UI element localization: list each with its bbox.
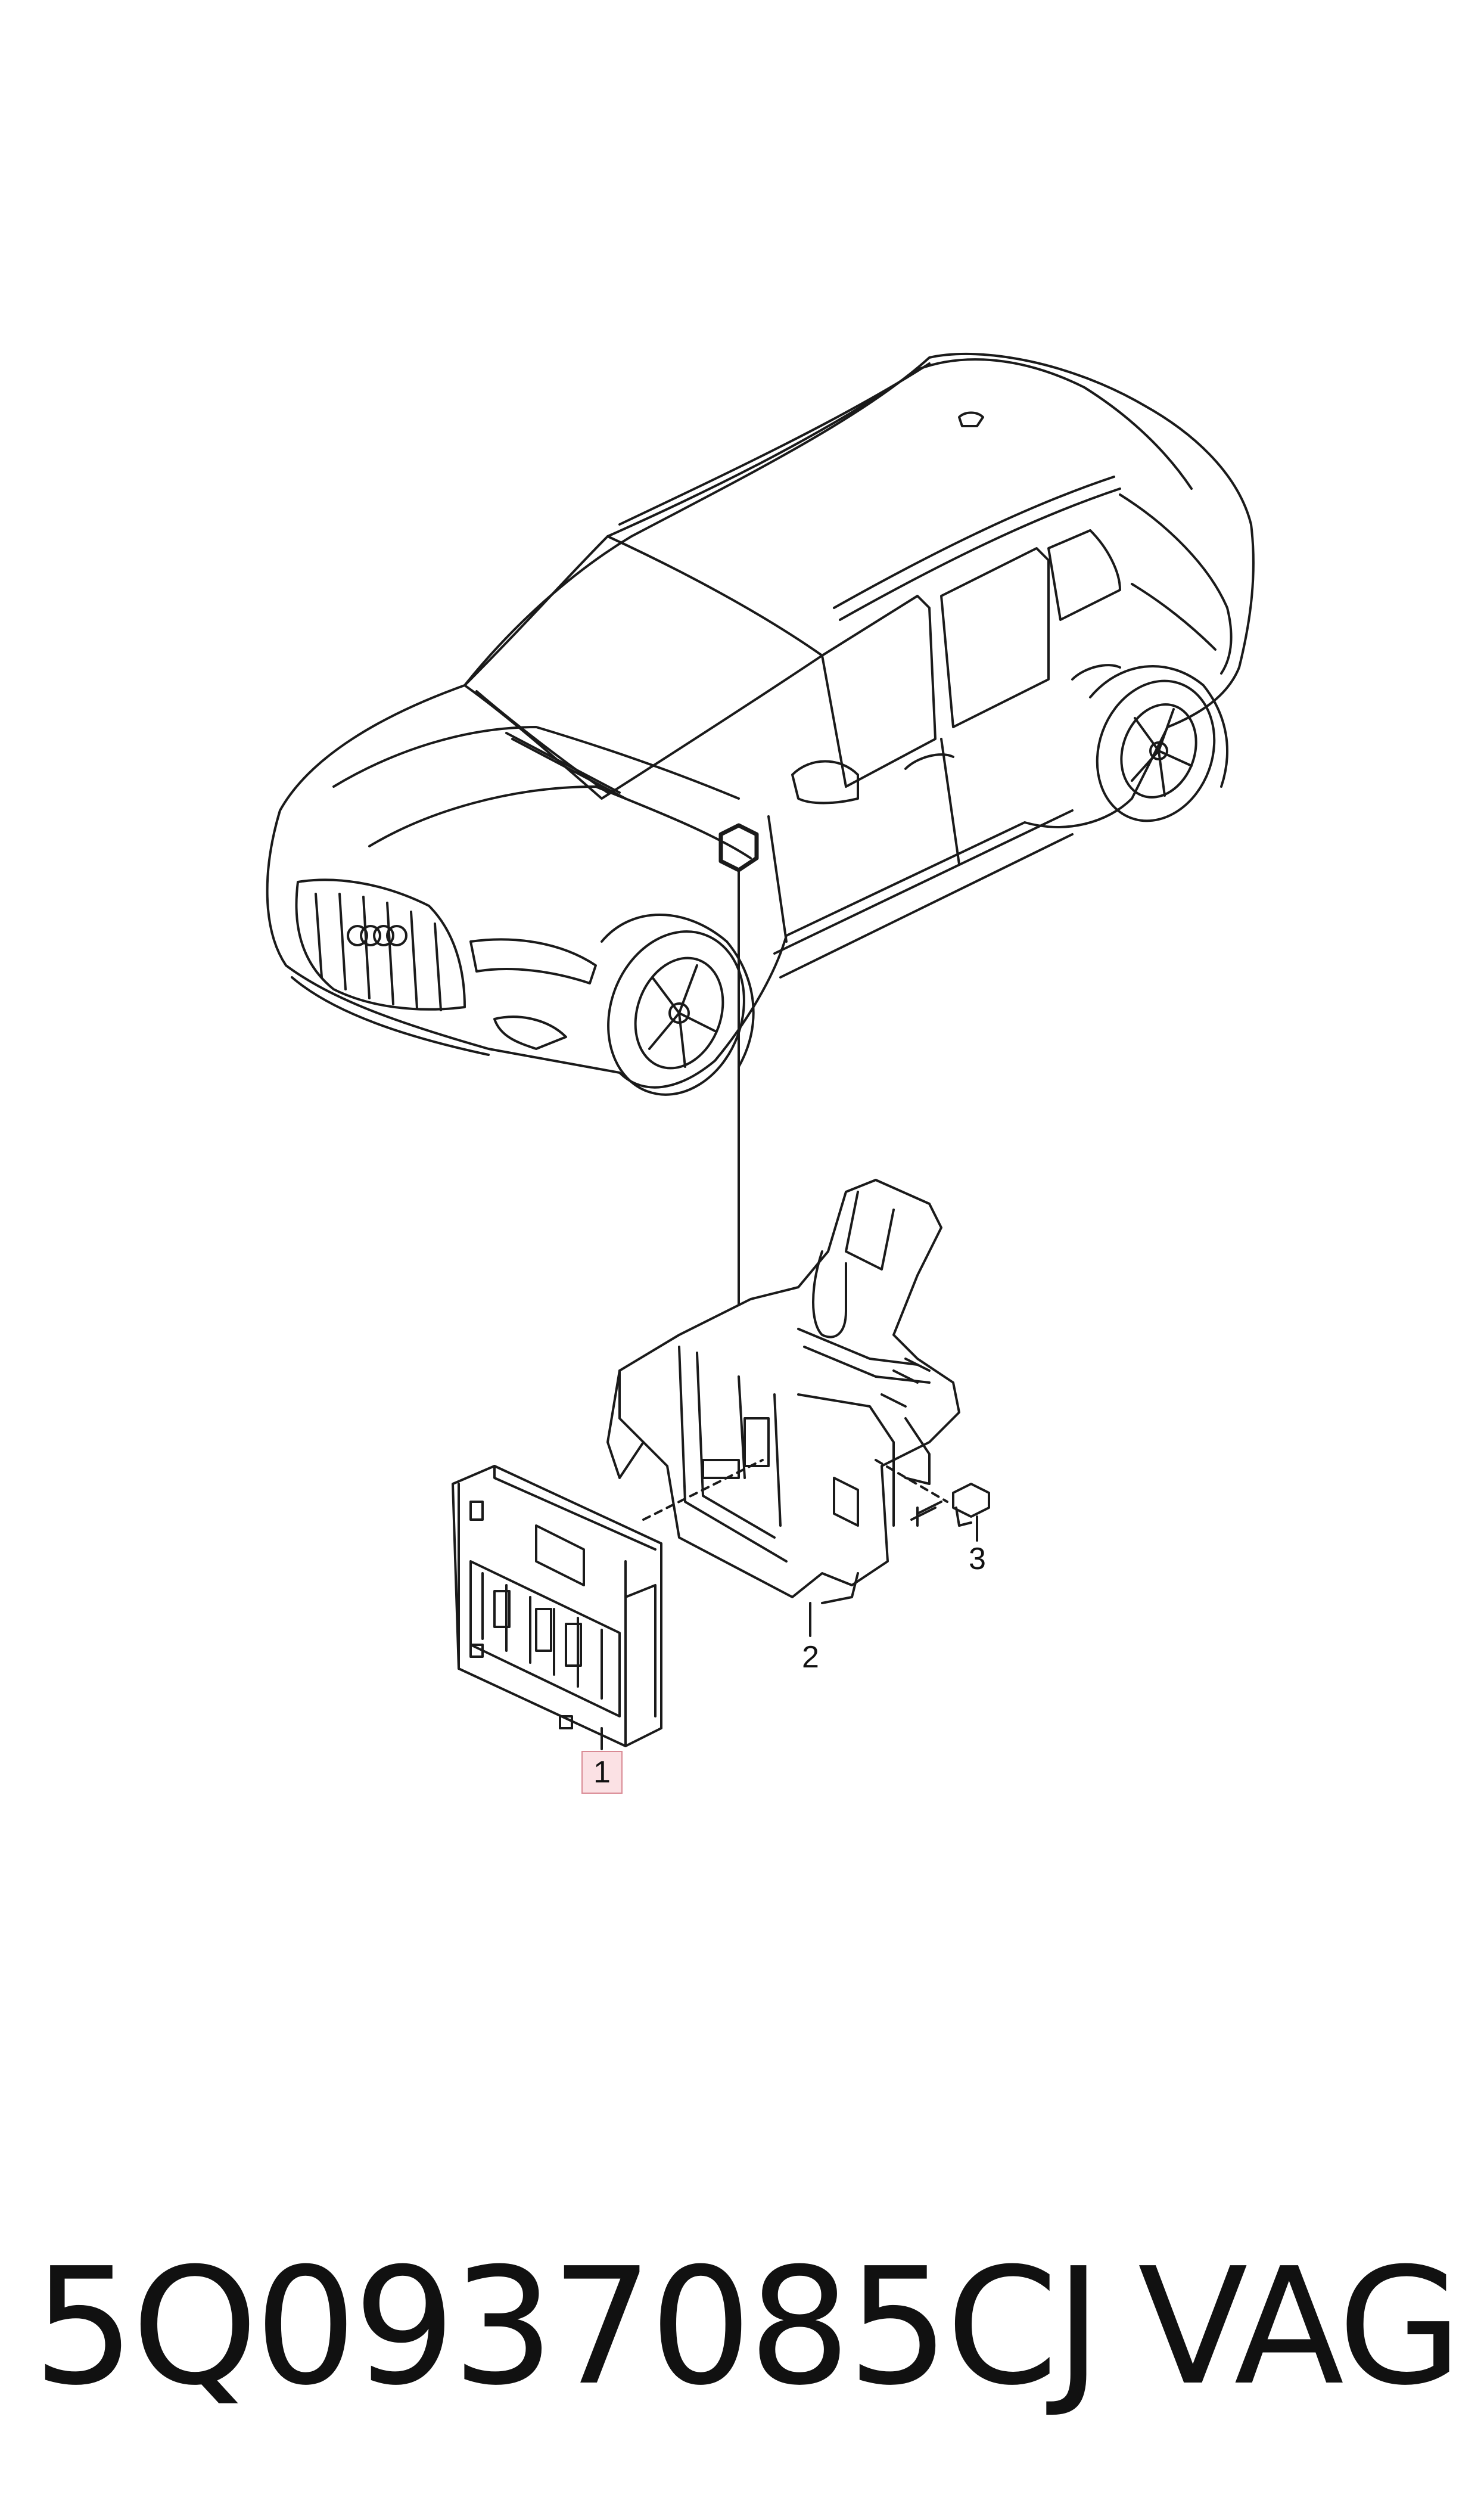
part-number: 5Q0937085CJ — [33, 2233, 1102, 2421]
bolt — [910, 1483, 990, 1527]
callout-2-label: 2 — [802, 1640, 819, 1675]
callout-3-label: 3 — [969, 1542, 986, 1576]
control-unit-module — [452, 1465, 662, 1747]
callout-3: 3 — [969, 1543, 986, 1574]
mounting-bracket — [606, 1179, 960, 1604]
brand-label: VAG — [1138, 2233, 1463, 2421]
car-illustration — [266, 352, 1255, 1096]
callout-2: 2 — [802, 1642, 819, 1673]
callout-1-label: 1 — [581, 1751, 623, 1794]
callout-1: 1 — [581, 1751, 623, 1794]
